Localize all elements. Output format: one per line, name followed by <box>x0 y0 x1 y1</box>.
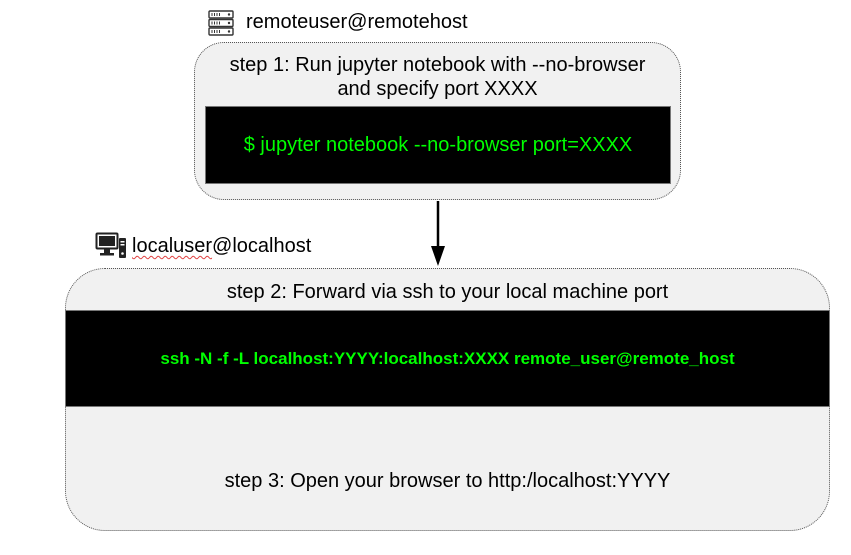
jupyter-command: $ jupyter notebook --no-browser port=XXX… <box>243 133 633 156</box>
desktop-computer-icon <box>95 232 126 258</box>
step1-text: step 1: Run jupyter notebook with --no-b… <box>194 53 681 101</box>
step1-line2: and specify port XXXX <box>337 78 538 100</box>
local-host-label: localuser@localhost <box>132 234 311 258</box>
step2-text: step 2: Forward via ssh to your local ma… <box>226 281 669 303</box>
local-host-text: @localhost <box>212 235 312 257</box>
ssh-command: ssh -N -f -L localhost:YYYY:localhost:XX… <box>160 348 735 368</box>
step1-line1: step 1: Run jupyter notebook with --no-b… <box>229 54 646 76</box>
ssh-command-terminal: ssh -N -f -L localhost:YYYY:localhost:XX… <box>65 310 830 407</box>
flow-arrow <box>431 201 445 266</box>
remote-host-label: remoteuser@remotehost <box>246 11 468 33</box>
local-user-text: localuser <box>132 235 213 257</box>
step3-text: step 3: Open your browser to http:/local… <box>224 470 671 492</box>
server-icon <box>208 10 234 36</box>
jupyter-command-terminal: $ jupyter notebook --no-browser port=XXX… <box>205 106 671 184</box>
